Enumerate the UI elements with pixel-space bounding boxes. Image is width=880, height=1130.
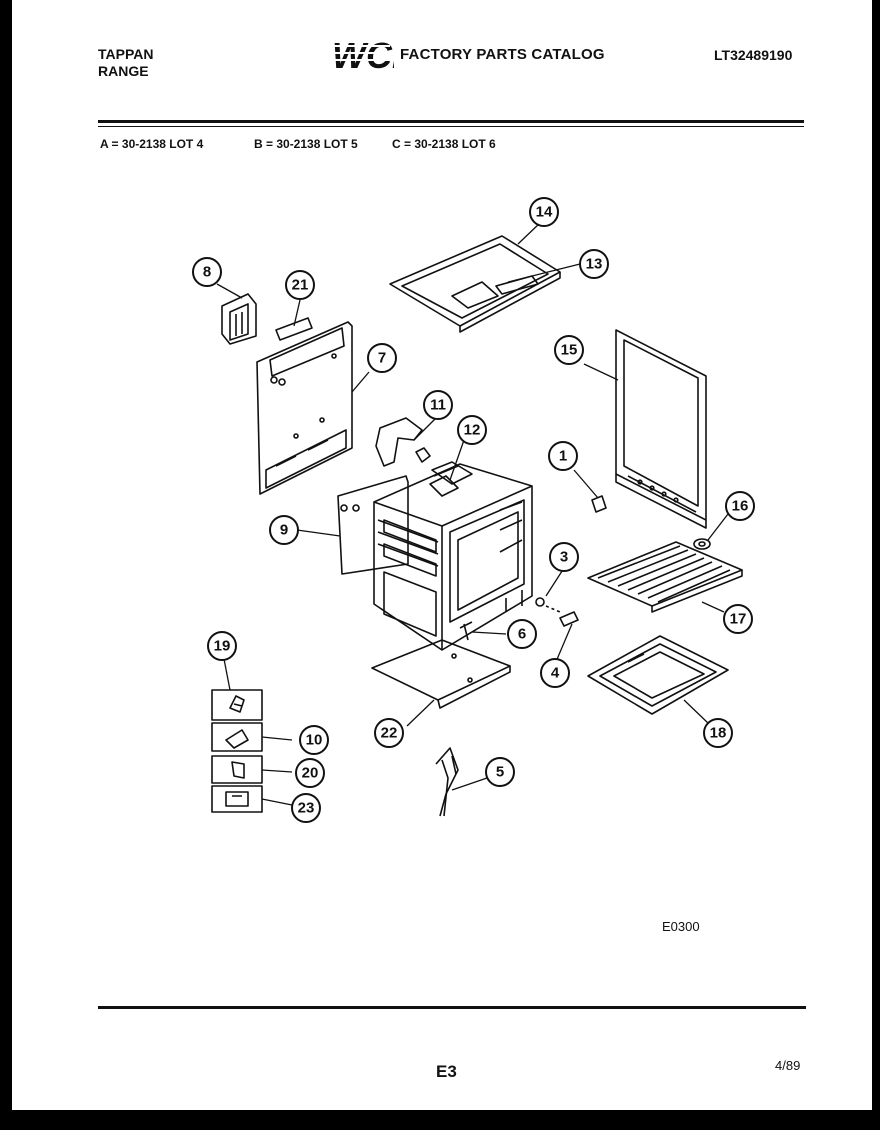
- callout-circle-21: [285, 270, 315, 300]
- callout-circle-14: [529, 197, 559, 227]
- broiler-pan-part: [587, 635, 729, 715]
- callout-label-21: 21: [292, 277, 309, 294]
- callout-label-22: 22: [381, 725, 398, 742]
- callout-label-8: 8: [203, 264, 211, 281]
- oven-rack-part: [587, 541, 743, 613]
- screw-part: [535, 597, 561, 613]
- callout-label-1: 1: [559, 448, 567, 465]
- revision-date: 4/89: [775, 1058, 801, 1073]
- svg-text:WCI: WCI: [332, 35, 394, 74]
- callout-circle-17: [723, 604, 753, 634]
- callout-circle-22: [374, 718, 404, 748]
- leader-lines: [216, 221, 729, 806]
- callout-label-11: 11: [430, 397, 446, 414]
- callout-circle-1: [548, 441, 578, 471]
- brand-block: TAPPAN RANGE: [98, 46, 153, 80]
- cooktop-part: [389, 235, 561, 333]
- bracket-part: [275, 317, 313, 341]
- lot-legend: A = 30-2138 LOT 4 B = 30-2138 LOT 5 C = …: [100, 137, 496, 151]
- callout-circle-3: [549, 542, 579, 572]
- callout-circle-7: [367, 343, 397, 373]
- callout-circle-16: [725, 491, 755, 521]
- front-vent-part: [375, 417, 459, 497]
- vent-box-part: [221, 293, 257, 345]
- callout-label-4: 4: [551, 665, 560, 682]
- callout-label-20: 20: [302, 765, 319, 782]
- callout-label-17: 17: [730, 611, 747, 628]
- callout-label-23: 23: [298, 800, 315, 817]
- oven-body-part: [373, 461, 533, 651]
- brand-line1: TAPPAN: [98, 46, 154, 62]
- callout-circle-13: [579, 249, 609, 279]
- callout-circle-10: [299, 725, 329, 755]
- side-panel-part: [337, 475, 409, 575]
- callout-label-10: 10: [306, 732, 323, 749]
- parts-kit-stack: [211, 689, 263, 813]
- catalog-number: LT32489190: [714, 47, 793, 63]
- callout-label-15: 15: [561, 342, 578, 359]
- header-rule-thick: [98, 120, 804, 123]
- callout-circle-18: [703, 718, 733, 748]
- wci-logo: WCI: [332, 35, 394, 74]
- callout-label-14: 14: [536, 204, 553, 221]
- pin-part: [559, 611, 579, 627]
- callout-circle-12: [457, 415, 487, 445]
- callout-circle-9: [269, 515, 299, 545]
- wire-harness-part: [435, 747, 459, 817]
- callout-label-19: 19: [214, 638, 231, 655]
- oven-door-part: [615, 329, 707, 529]
- callout-circle-11: [423, 390, 453, 420]
- callout-label-12: 12: [464, 422, 481, 439]
- callout-circle-20: [295, 758, 325, 788]
- page-id: E3: [436, 1062, 457, 1081]
- callout-circle-5: [485, 757, 515, 787]
- callout-circle-8: [192, 257, 222, 287]
- callout-circle-6: [507, 619, 537, 649]
- back-panel-part: [256, 321, 353, 495]
- callout-label-13: 13: [586, 256, 603, 273]
- bottom-panel-part: [371, 639, 511, 709]
- exploded-parts-diagram: 14 13 8 21 7 15 11 12 1 16 9 3 17 6 19 4…: [192, 197, 755, 823]
- grommet-part: [693, 538, 711, 550]
- callout-label-18: 18: [710, 725, 727, 742]
- footer-rule: [98, 1006, 806, 1009]
- lot-c: C = 30-2138 LOT 6: [392, 137, 496, 151]
- callout-circle-4: [540, 658, 570, 688]
- diagram-code: E0300: [662, 919, 700, 934]
- catalog-page: TAPPAN RANGE WCI FACTORY PARTS CATALOG L…: [12, 0, 872, 1110]
- lot-a: A = 30-2138 LOT 4: [100, 137, 204, 151]
- callout-label-16: 16: [732, 498, 749, 515]
- leveling-leg-part: [459, 621, 473, 641]
- header-rule-thin: [98, 126, 804, 127]
- callout-label-7: 7: [378, 350, 386, 367]
- catalog-title: FACTORY PARTS CATALOG: [400, 45, 605, 63]
- callout-label-5: 5: [496, 764, 504, 781]
- clip-part: [591, 495, 607, 513]
- catalog-title-block: WCI FACTORY PARTS CATALOG: [330, 34, 605, 74]
- brand-line2: RANGE: [98, 63, 149, 79]
- callout-label-6: 6: [518, 626, 526, 643]
- callout-circle-23: [291, 793, 321, 823]
- callout-label-9: 9: [280, 522, 288, 539]
- callout-circle-15: [554, 335, 584, 365]
- callout-circle-19: [207, 631, 237, 661]
- lot-b: B = 30-2138 LOT 5: [254, 137, 358, 151]
- callout-label-3: 3: [560, 549, 568, 566]
